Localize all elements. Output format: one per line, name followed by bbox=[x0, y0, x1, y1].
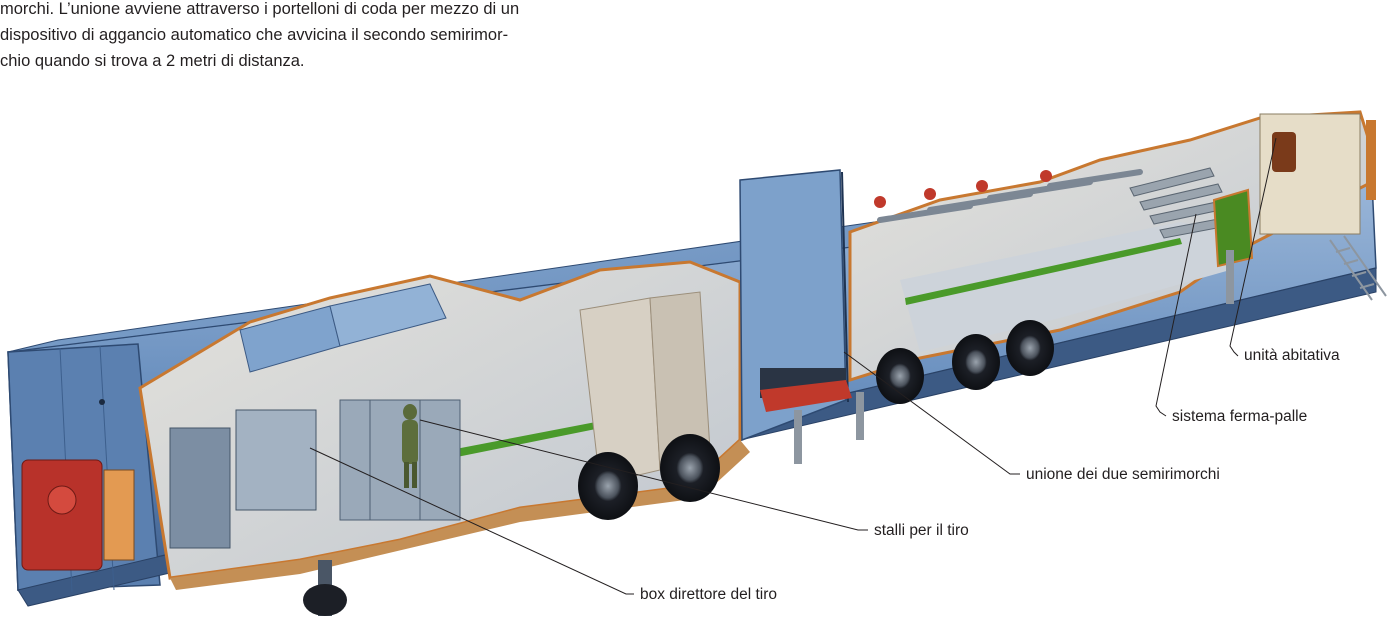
intro-line-3: chio quando si trova a 2 metri di distan… bbox=[0, 52, 305, 70]
intro-text: morchi. L’unione avviene attraverso i po… bbox=[0, 0, 690, 74]
callout-sistema-ferma-palle: sistema ferma-palle bbox=[1155, 213, 1307, 425]
intro-line-1: morchi. L’unione avviene attraverso i po… bbox=[0, 0, 520, 18]
callout-stalli-tiro: stalli per il tiro bbox=[419, 419, 969, 539]
cutaway-front-section bbox=[848, 110, 1387, 383]
intro-line-2: dispositivo di aggancio automatico che a… bbox=[0, 26, 509, 44]
callout-box-direttore: box direttore del tiro bbox=[309, 447, 777, 603]
label-sistema-ferma-palle: sistema ferma-palle bbox=[1172, 408, 1307, 425]
wheels bbox=[303, 250, 1234, 616]
label-unita-abitativa: unità abitativa bbox=[1244, 347, 1340, 364]
callout-unita-abitativa: unità abitativa bbox=[1229, 137, 1340, 364]
label-box-direttore: box direttore del tiro bbox=[640, 586, 777, 603]
label-stalli-tiro: stalli per il tiro bbox=[874, 522, 969, 539]
callout-unione-semirimorchi: unione dei due semirimorchi bbox=[843, 351, 1220, 483]
label-unione-semirimorchi: unione dei due semirimorchi bbox=[1026, 466, 1220, 483]
